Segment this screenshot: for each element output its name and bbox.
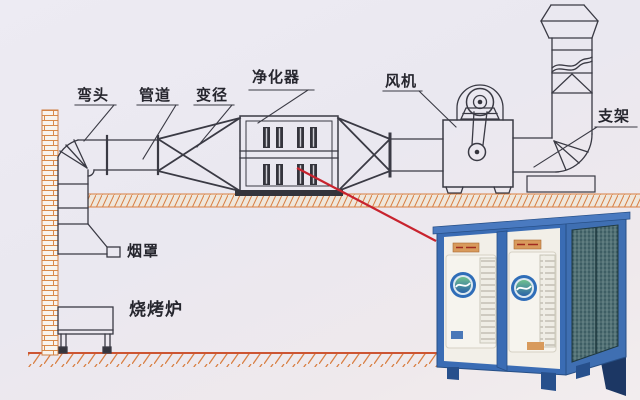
door-tag <box>527 342 544 350</box>
photo-side-foot <box>576 362 590 379</box>
label-leader-lines <box>74 89 638 168</box>
fan-unit <box>442 84 514 194</box>
label-bracket: 支架 <box>598 107 631 125</box>
label-duct: 管道 <box>139 86 172 104</box>
photo-front-foot-left <box>447 367 459 380</box>
outlet-duct-bend <box>512 133 593 173</box>
stack-support-bracket <box>526 175 596 193</box>
label-purifier: 净化器 <box>252 68 301 86</box>
elbow-and-riser-duct <box>57 139 89 255</box>
transition-right <box>336 116 392 193</box>
purifier-unit <box>235 115 343 196</box>
brick-wall <box>41 109 59 356</box>
photo-right-door <box>508 239 557 353</box>
nameplate <box>513 239 542 250</box>
bbq-oven <box>57 306 114 354</box>
label-elbow: 弯头 <box>77 86 110 104</box>
label-reducer: 变径 <box>196 86 229 104</box>
louver-vent <box>539 254 556 348</box>
brand-logo <box>450 272 476 298</box>
label-smoke-hood: 烟罩 <box>127 242 160 260</box>
photo-center-mullion <box>496 230 508 372</box>
door-tag <box>451 331 463 339</box>
label-bbq-oven: 烧烤炉 <box>129 300 183 320</box>
red-callout-line <box>296 167 437 242</box>
photo-mesh-filter <box>571 224 619 363</box>
photo-top-rail <box>432 211 631 235</box>
louver-vent <box>479 257 497 344</box>
horizontal-duct <box>77 134 160 177</box>
label-fan: 风机 <box>385 72 418 90</box>
ground-hatch-band <box>28 352 437 367</box>
photo-front-foot-right <box>541 372 556 391</box>
exhaust-stack <box>540 4 599 139</box>
photo-left-door <box>445 242 497 349</box>
duct-to-fan <box>389 138 444 172</box>
brand-logo <box>511 275 537 301</box>
smoke-hood <box>57 223 121 258</box>
reducer-transition-left <box>156 116 242 193</box>
purifier-product-photo <box>432 211 631 396</box>
roof-hatch-band <box>87 193 640 208</box>
